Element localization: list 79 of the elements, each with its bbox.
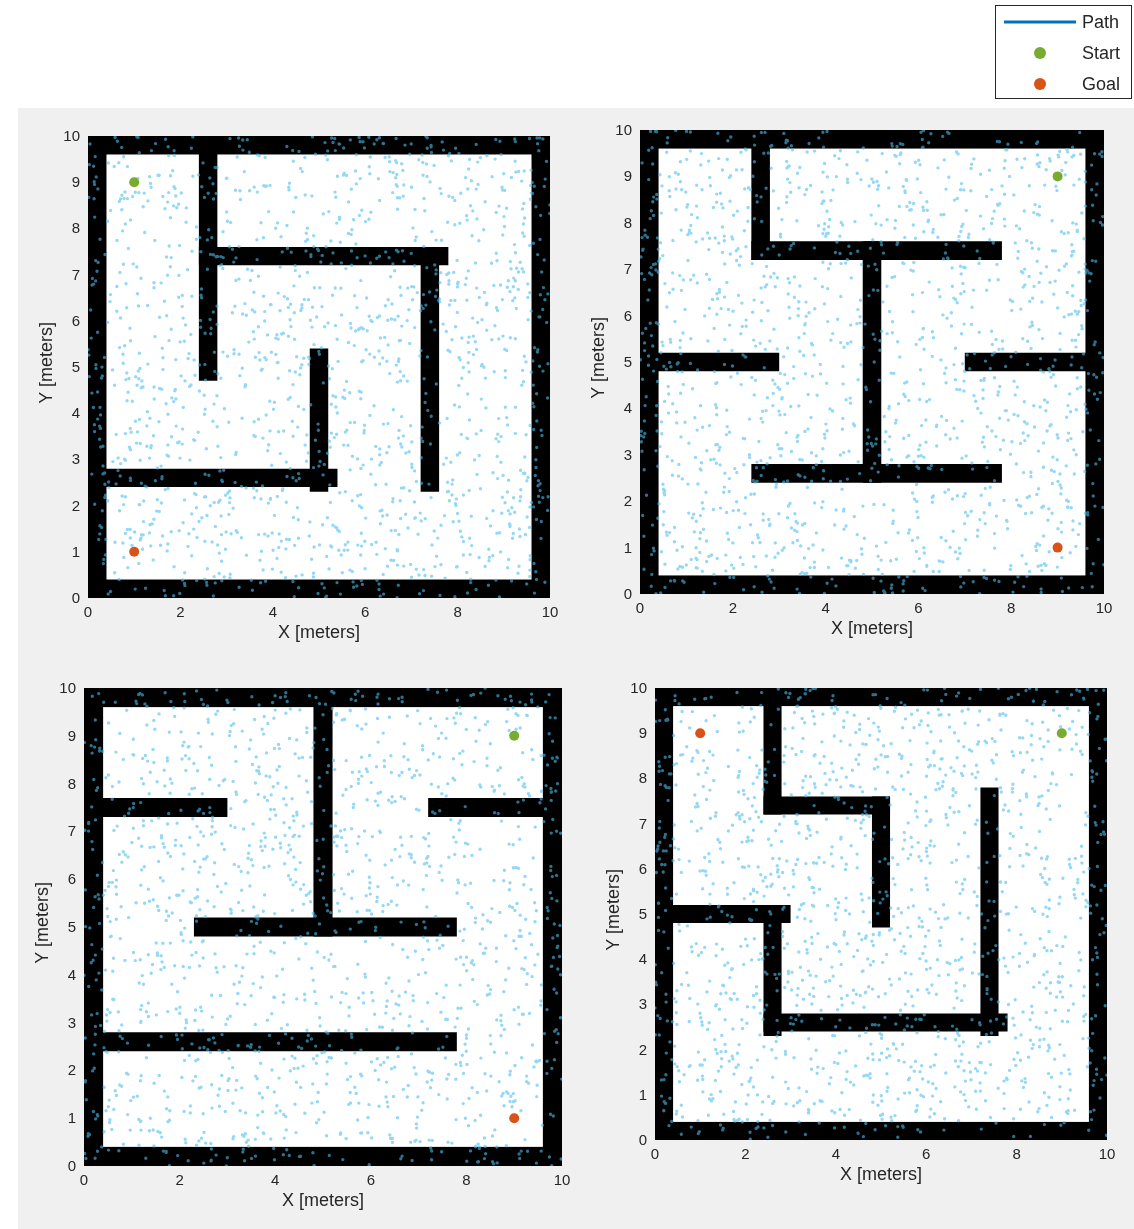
- tick-label: 4: [638, 951, 647, 968]
- tick-label: 2: [741, 1146, 750, 1162]
- tick-label: 8: [462, 1172, 471, 1188]
- axis-title: Y [meters]: [32, 882, 52, 964]
- tick-label: 2: [67, 1062, 76, 1079]
- tick-label: 2: [175, 1172, 184, 1188]
- tick-label: 6: [366, 1172, 375, 1188]
- tick-label: 3: [67, 1014, 76, 1031]
- tick-label: 0: [650, 1146, 660, 1162]
- tick-label: 3: [623, 446, 632, 463]
- tick-label: 0: [67, 1158, 76, 1174]
- tick-label: 0: [83, 604, 93, 620]
- tick-label: 7: [67, 823, 76, 840]
- tick-label: 7: [623, 261, 632, 278]
- tick-label: 3: [71, 451, 80, 468]
- tick-label: 8: [1012, 1146, 1021, 1162]
- tick-label: 8: [638, 770, 647, 787]
- tick-label: 1: [638, 1086, 647, 1103]
- axis-title: X [meters]: [840, 1164, 922, 1184]
- tick-label: 8: [1007, 600, 1016, 616]
- tick-label: 10: [59, 680, 76, 696]
- tick-label: 3: [638, 996, 647, 1013]
- tick-label: 5: [623, 354, 632, 370]
- axis-title: Y [meters]: [36, 322, 56, 404]
- tick-label: 4: [623, 400, 632, 417]
- tick-label: 9: [67, 727, 76, 744]
- legend-label: Start: [1082, 43, 1120, 63]
- tick-label: 5: [638, 906, 647, 922]
- tick-label: 0: [79, 1172, 89, 1188]
- tick-label: 6: [67, 871, 76, 888]
- tick-label: 2: [176, 604, 185, 620]
- tick-label: 9: [71, 174, 80, 191]
- tick-label: 1: [67, 1110, 76, 1127]
- tick-label: 4: [71, 405, 80, 422]
- axis-title: X [meters]: [831, 618, 913, 638]
- tick-label: 0: [623, 586, 632, 602]
- tick-label: 7: [71, 266, 80, 283]
- tick-label: 0: [638, 1132, 647, 1148]
- tick-label: 2: [71, 497, 80, 514]
- axis-title: X [meters]: [282, 1190, 364, 1210]
- tick-label: 4: [831, 1146, 840, 1162]
- axis-title: X [meters]: [278, 622, 360, 642]
- tick-label: 0: [71, 590, 80, 606]
- tick-label: 6: [623, 307, 632, 324]
- tick-label: 6: [361, 604, 370, 620]
- tick-label: 10: [63, 128, 80, 144]
- tick-label: 10: [615, 122, 632, 138]
- tick-label: 7: [638, 815, 647, 832]
- tick-label: 9: [638, 725, 647, 742]
- tick-label: 1: [71, 543, 80, 560]
- tick-label: 6: [914, 600, 923, 616]
- tick-label: 5: [67, 919, 76, 935]
- legend-label: Goal: [1082, 74, 1121, 94]
- tick-label: 1: [623, 539, 632, 556]
- tick-label: 10: [553, 1172, 571, 1188]
- tick-label: 8: [453, 604, 462, 620]
- tick-label: 10: [1095, 600, 1113, 616]
- tick-label: 4: [821, 600, 830, 616]
- tick-label: 2: [728, 600, 737, 616]
- tick-label: 2: [638, 1041, 647, 1058]
- tick-label: 8: [71, 220, 80, 237]
- tick-label: 6: [638, 860, 647, 877]
- tick-label: 2: [623, 493, 632, 510]
- tick-label: 6: [71, 312, 80, 329]
- tick-label: 10: [541, 604, 559, 620]
- tick-label: 8: [67, 775, 76, 792]
- tick-label: 8: [623, 214, 632, 231]
- axis-title: Y [meters]: [603, 869, 623, 951]
- tick-label: 6: [922, 1146, 931, 1162]
- tick-label: 10: [1098, 1146, 1116, 1162]
- legend-label: Path: [1082, 12, 1120, 32]
- tick-label: 0: [635, 600, 645, 616]
- axis-title: Y [meters]: [588, 317, 608, 399]
- tick-label: 4: [268, 604, 277, 620]
- tick-label: 10: [630, 680, 647, 696]
- tick-label: 5: [71, 359, 80, 375]
- tick-label: 4: [271, 1172, 280, 1188]
- tick-label: 4: [67, 966, 76, 983]
- tick-label: 9: [623, 168, 632, 185]
